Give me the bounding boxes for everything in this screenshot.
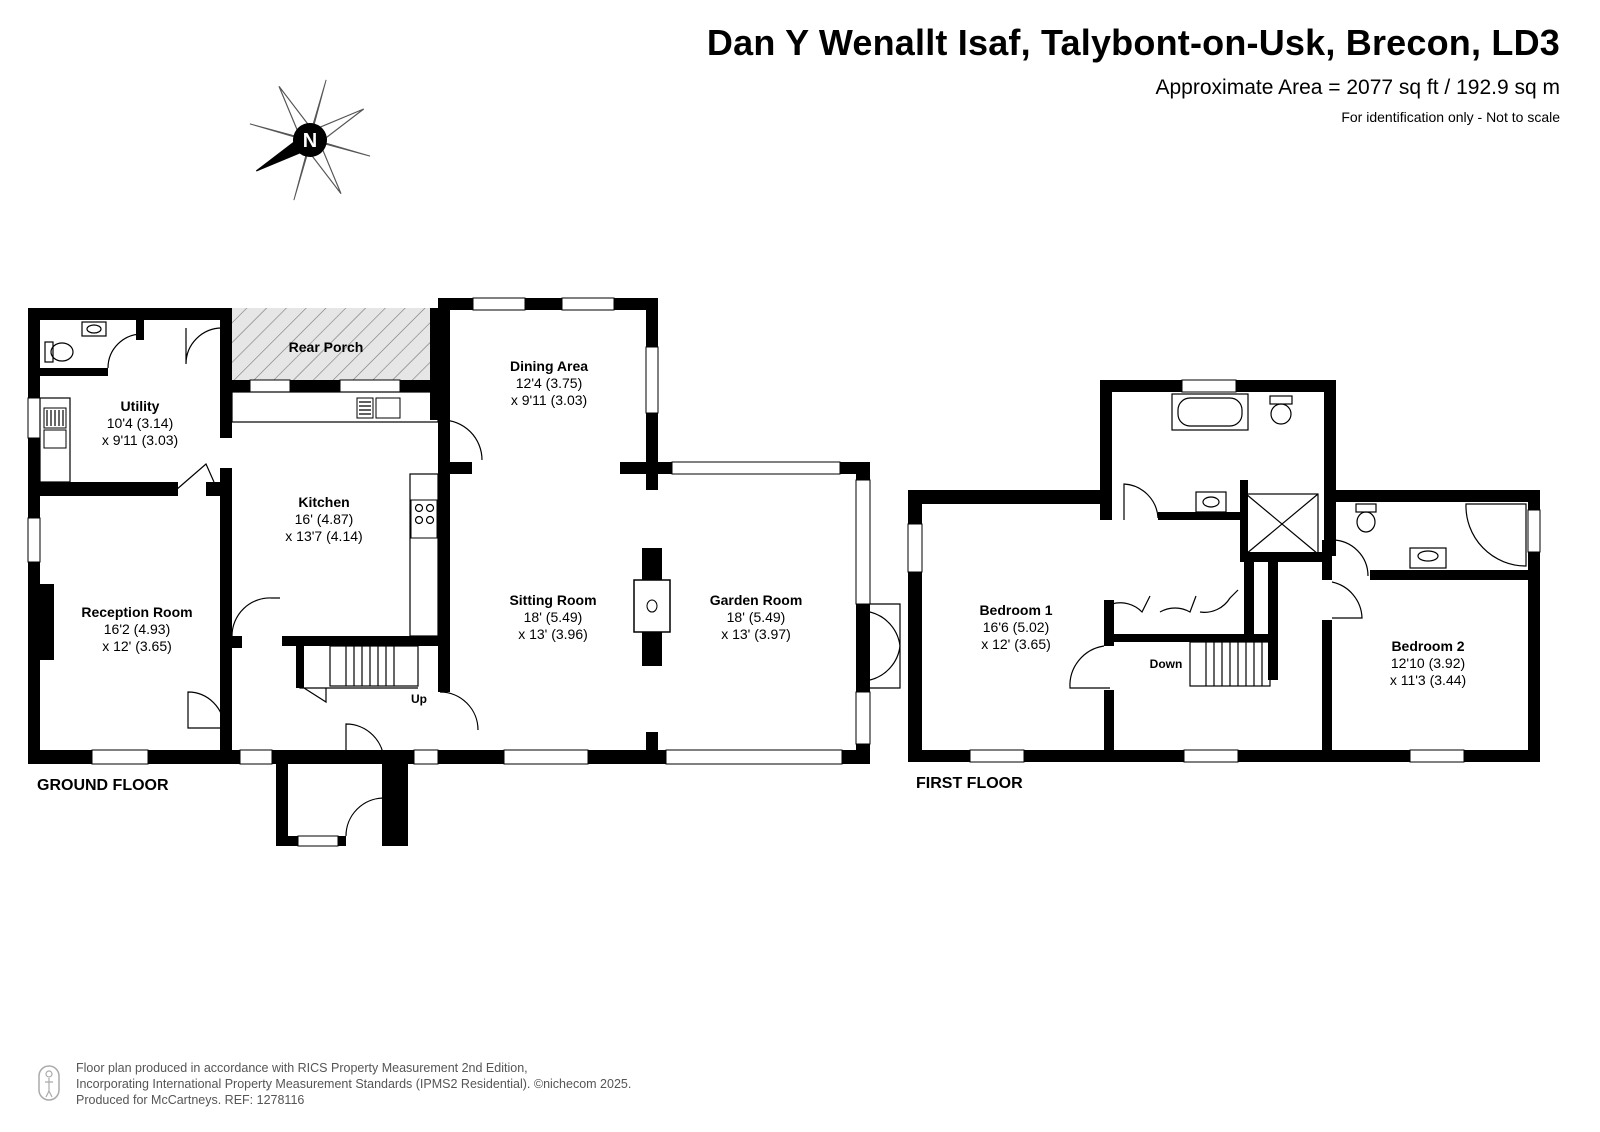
compass-icon: N: [249, 79, 371, 201]
rear-porch-area: [232, 308, 440, 386]
dining-dim2: x 9'11 (3.03): [511, 392, 587, 408]
reception-dim2: x 12' (3.65): [102, 638, 172, 654]
bedroom2-dim2: x 11'3 (3.44): [1390, 672, 1466, 688]
utility-dim2: x 9'11 (3.03): [102, 432, 178, 448]
bedroom2-dim1: 12'10 (3.92): [1391, 655, 1465, 671]
garden-dim1: 18' (5.49): [727, 609, 786, 625]
bedroom2-label: Bedroom 2: [1391, 638, 1464, 654]
kitchen-dim1: 16' (4.87): [295, 511, 354, 527]
person-icon: [38, 1065, 60, 1101]
footer-line-1: Floor plan produced in accordance with R…: [76, 1061, 528, 1075]
sitting-dim1: 18' (5.49): [524, 609, 583, 625]
bedroom1-dim1: 16'6 (5.02): [983, 619, 1050, 635]
garden-dim2: x 13' (3.97): [721, 626, 791, 642]
ground-floor-label: GROUND FLOOR: [37, 777, 169, 794]
first-floor-plan: [907, 379, 1541, 763]
bedroom1-label: Bedroom 1: [979, 602, 1052, 618]
sitting-dim2: x 13' (3.96): [518, 626, 588, 642]
compass-north-label: N: [303, 130, 317, 152]
reception-dim1: 16'2 (4.93): [104, 621, 171, 637]
first-floor-label: FIRST FLOOR: [916, 775, 1023, 792]
footer-line-2: Incorporating International Property Mea…: [76, 1077, 632, 1091]
kitchen-label: Kitchen: [298, 494, 349, 510]
stairs-down-label: Down: [1150, 657, 1183, 671]
dining-label: Dining Area: [510, 358, 588, 374]
kitchen-dim2: x 13'7 (4.14): [285, 528, 362, 544]
utility-dim1: 10'4 (3.14): [107, 415, 174, 431]
scale-note: For identification only - Not to scale: [1341, 109, 1560, 125]
dining-dim1: 12'4 (3.75): [516, 375, 583, 391]
footer-line-3: Produced for McCartneys. REF: 1278116: [76, 1093, 305, 1107]
plan-title: Dan Y Wenallt Isaf, Talybont-on-Usk, Bre…: [706, 22, 1560, 63]
stairs-up-label: Up: [411, 692, 427, 706]
reception-label: Reception Room: [81, 604, 192, 620]
sitting-label: Sitting Room: [509, 592, 596, 608]
footer-credits: Floor plan produced in accordance with R…: [76, 1060, 631, 1108]
bedroom1-dim2: x 12' (3.65): [981, 636, 1051, 652]
ground-floor-plan: [27, 297, 901, 847]
approximate-area: Approximate Area = 2077 sq ft / 192.9 sq…: [1155, 76, 1561, 99]
utility-label: Utility: [121, 398, 160, 414]
rear-porch-label: Rear Porch: [289, 339, 364, 355]
garden-label: Garden Room: [710, 592, 803, 608]
